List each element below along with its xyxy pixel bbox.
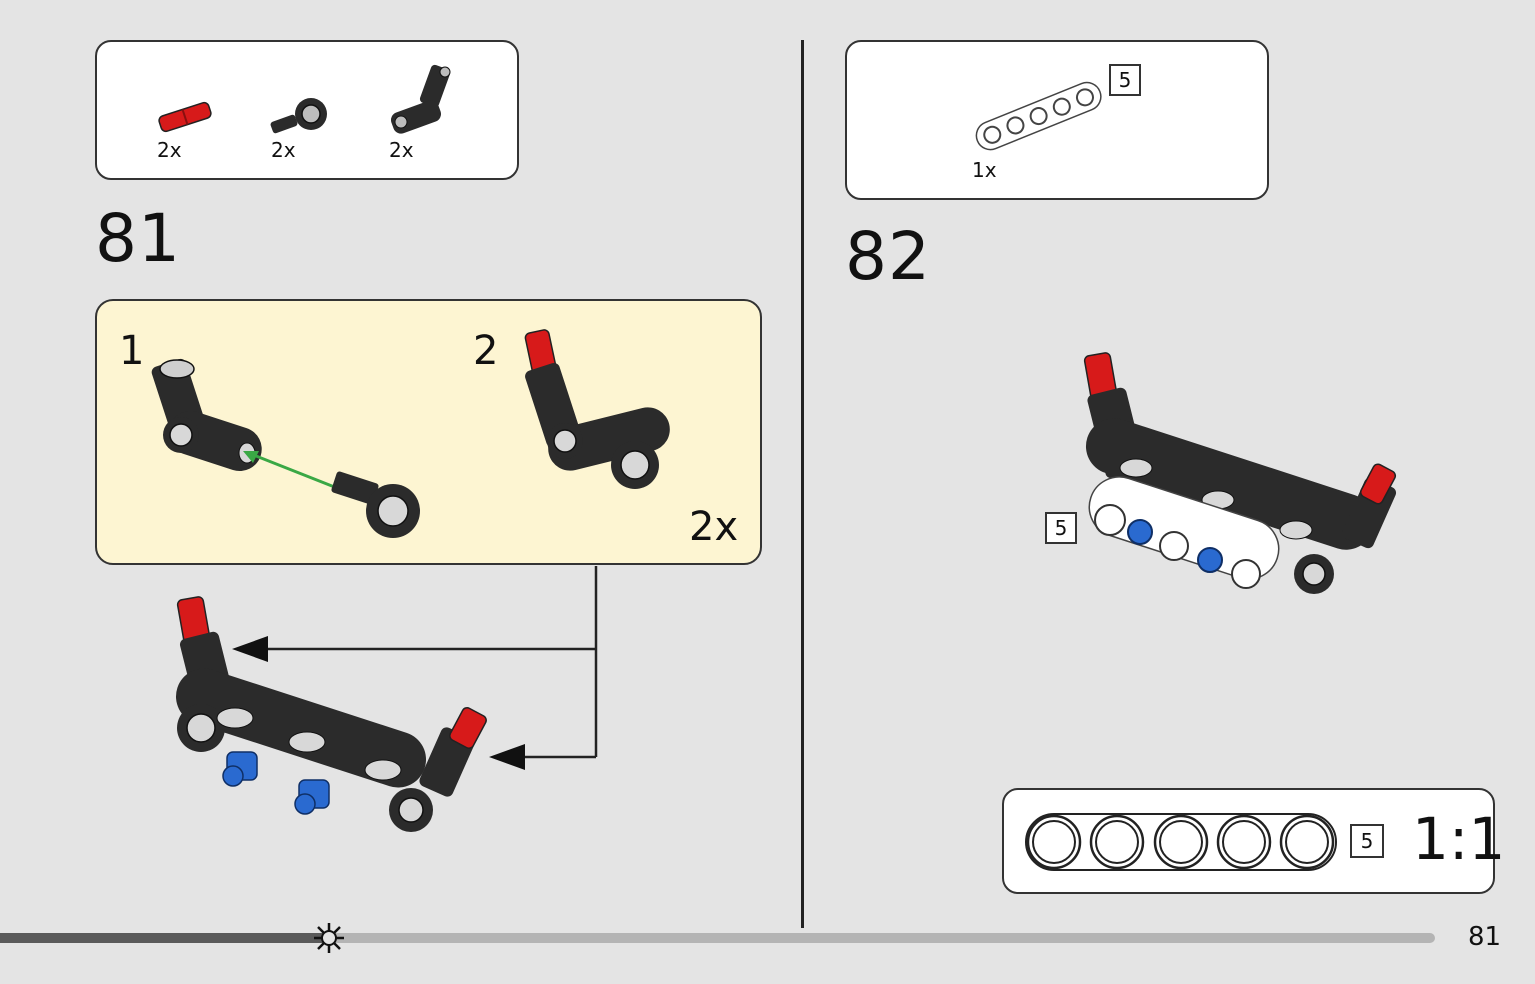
scale-ratio: 1:1 xyxy=(1412,805,1506,873)
sub-assembly-callout: 1 2 2x xyxy=(95,299,762,565)
part-qty: 2x xyxy=(389,138,414,162)
white-beam-5-icon xyxy=(975,81,1102,151)
part-qty: 2x xyxy=(157,138,182,162)
scale-reference-box: 5 1:1 xyxy=(1002,788,1505,894)
step81-assembly-illustration xyxy=(175,596,487,832)
step-number-81: 81 xyxy=(95,200,181,277)
progress-fill xyxy=(0,933,330,943)
part-qty: 2x xyxy=(271,138,296,162)
step82-assembly-illustration xyxy=(1083,352,1397,594)
sub-step-number-1: 1 xyxy=(119,328,145,374)
sub-step1-illustration xyxy=(151,358,420,538)
part-qty: 1x xyxy=(972,158,997,182)
sub-assembly-multiplier: 2x xyxy=(689,504,739,550)
progress-track xyxy=(0,933,1435,943)
step82-parts-list: 5 1x xyxy=(845,40,1269,200)
red-axle-pin-icon xyxy=(158,101,212,133)
sub-step2-illustration xyxy=(524,329,670,489)
beam-length-tag: 5 xyxy=(1045,512,1077,544)
axle-pin-connector-icon xyxy=(270,98,327,134)
progress-marker-icon xyxy=(314,923,344,953)
angle-connector-icon xyxy=(390,64,451,134)
step81-parts-list: 2x 2x 2x xyxy=(95,40,519,180)
column-divider xyxy=(801,40,804,928)
scale-length-tag: 5 xyxy=(1350,824,1384,858)
page-number: 81 xyxy=(1468,922,1502,952)
scale-beam-5-icon xyxy=(1025,813,1337,871)
step-number-82: 82 xyxy=(845,218,931,295)
sub-step-number-2: 2 xyxy=(473,328,499,374)
callout-pointer-lines xyxy=(232,566,598,770)
beam-length-tag: 5 xyxy=(1109,64,1141,96)
